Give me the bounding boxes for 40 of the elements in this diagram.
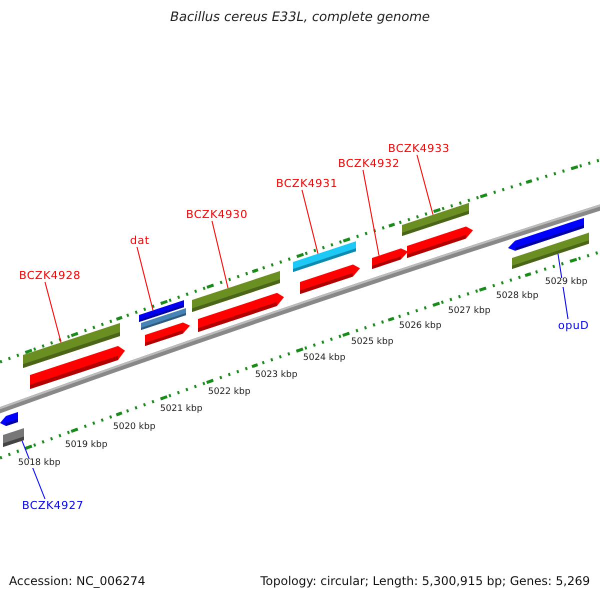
strand-feature xyxy=(3,428,24,447)
leader-line xyxy=(302,190,318,254)
scale-label: 5019 kbp xyxy=(64,441,108,450)
leader-line xyxy=(362,170,380,256)
scale-label: 5025 kbp xyxy=(350,338,394,347)
leader-line xyxy=(558,253,568,320)
scale-label: 5029 kbp xyxy=(544,278,588,287)
leader-line xyxy=(212,220,228,289)
gene-label: BCZK4930 xyxy=(186,209,248,220)
leader-line xyxy=(136,246,154,311)
gene-feature xyxy=(300,264,360,294)
leader-line xyxy=(416,154,434,216)
scale-label: 5023 kbp xyxy=(254,371,298,380)
gene-feature xyxy=(30,346,125,389)
gene-label: BCZK4927 xyxy=(22,500,84,511)
gene-label: dat xyxy=(130,235,150,246)
gene-label: BCZK4931 xyxy=(276,178,338,189)
gene-label: BCZK4932 xyxy=(338,158,400,169)
gene-feature xyxy=(407,226,473,258)
scale-label: 5022 kbp xyxy=(207,388,252,397)
gene-feature xyxy=(372,248,408,269)
gene-label: BCZK4928 xyxy=(19,270,81,281)
strand-feature xyxy=(512,232,589,269)
diagram-title: Bacillus cereus E33L, complete genome xyxy=(169,11,431,24)
gene-label: BCZK4933 xyxy=(388,143,450,154)
genome-summary: Topology: circular; Length: 5,300,915 bp; Genes: 5,269 xyxy=(260,575,590,587)
accession-note: Accession: NC_006274 xyxy=(9,575,146,587)
scale-label: 5026 kbp xyxy=(398,322,442,331)
scale-label: 5020 kbp xyxy=(112,423,156,432)
gene-feature xyxy=(145,322,190,346)
strand-feature xyxy=(0,412,18,426)
scale-label: 5028 kbp xyxy=(495,292,540,301)
leader-line xyxy=(22,440,46,500)
leader-line xyxy=(44,282,62,343)
scale-label: 5024 kbp xyxy=(302,354,346,363)
scale-label: 5027 kbp xyxy=(447,307,492,316)
scale-label: 5018 kbp xyxy=(17,459,62,468)
gene-label: opuD xyxy=(558,320,590,331)
gene-feature xyxy=(198,292,284,332)
scale-label: 5021 kbp xyxy=(159,405,204,414)
